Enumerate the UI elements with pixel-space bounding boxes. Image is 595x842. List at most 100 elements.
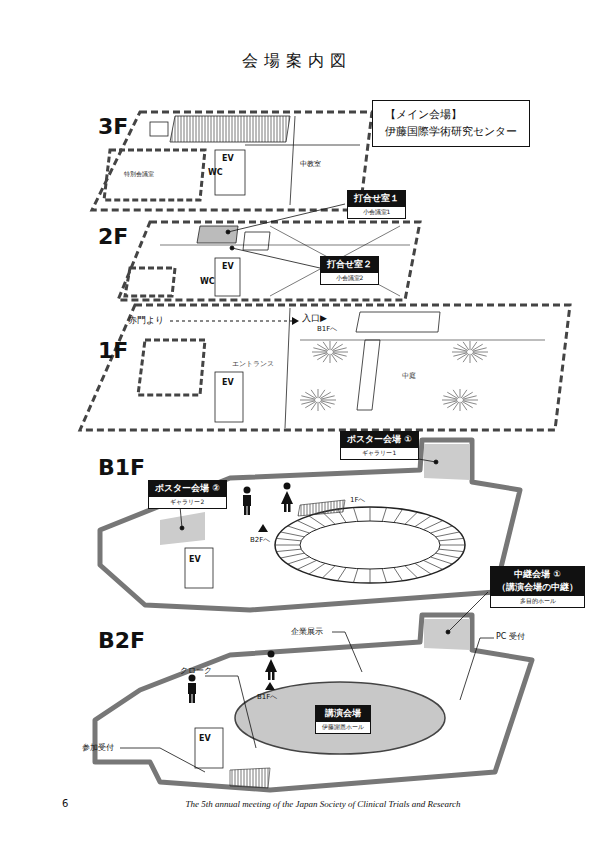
room-heading: 講演会場 (315, 705, 371, 722)
map-label: B1Fへ (317, 325, 337, 333)
tree-branch (463, 354, 469, 362)
tree-branch (447, 392, 458, 398)
map-label: 赤門より (128, 315, 164, 325)
room-name: 打合せ室１ (354, 192, 399, 205)
room-subname: ギャラリー1 (340, 448, 419, 460)
tree-branch (331, 342, 337, 350)
map-label: EV (199, 734, 211, 743)
floor-label: B1F (98, 455, 145, 480)
tree-branch (463, 400, 478, 401)
tree-branch (321, 400, 336, 401)
atrium-rib (276, 549, 301, 551)
floor-1f (80, 305, 570, 430)
map-label: EV (222, 378, 234, 387)
atrium-rib (297, 521, 316, 530)
tree-branch (461, 390, 467, 398)
tree-branch (453, 353, 467, 356)
atrium-rib (382, 508, 386, 522)
tree-branch (323, 342, 329, 350)
tree-branch (301, 401, 315, 404)
map-label: B2Fへ (250, 536, 270, 544)
tree-branch (318, 389, 319, 398)
room-callout: ポスター会場 ① ギャラリー1 (340, 431, 419, 460)
tree-branch (453, 390, 459, 398)
map-label: WC (200, 277, 215, 286)
atrium-rib (354, 508, 358, 522)
tree-branch (330, 354, 331, 363)
atrium-rib (415, 516, 431, 527)
room-name: 中継会場 ① (497, 568, 578, 581)
tree-branch (321, 401, 335, 404)
map-label: PC 受付 (496, 632, 525, 641)
room-heading: 中継会場 ①（講演会場の中継） (490, 566, 585, 596)
room-name: ポスター会場 ① (347, 433, 412, 446)
atrium-rib (276, 538, 301, 540)
room-name: 打合せ室２ (327, 258, 372, 271)
atrium-rib (405, 512, 418, 524)
map-label: EV (222, 154, 234, 163)
tree-branch (442, 400, 457, 401)
tree-branch (333, 353, 347, 356)
atrium-rib (297, 560, 316, 569)
room-callout: 中継会場 ①（講演会場の中継）多目的ホール (490, 566, 585, 608)
tree-branch (471, 342, 477, 350)
map-label: 企業展示 (291, 627, 323, 636)
atrium-rib (431, 557, 453, 564)
map-label: 1Fへ (350, 496, 365, 504)
atrium-rib (424, 560, 443, 569)
tree-branch (333, 352, 348, 353)
atrium-rib (439, 549, 464, 551)
room-subname: 伊藤謝恩ホール (315, 722, 371, 734)
atrium-rib (338, 568, 347, 581)
entrance-arrow (170, 317, 299, 325)
atrium-rib (370, 569, 371, 583)
tree-branch (305, 401, 316, 407)
tree-branch (473, 352, 488, 353)
tree-branch (313, 348, 327, 351)
room-callout: 打合せ室２小会議室2 (320, 256, 379, 285)
map-label: 中教室 (300, 160, 321, 168)
tree-branch (317, 344, 328, 350)
atrium-rib (309, 563, 325, 574)
tree-branch (470, 341, 471, 350)
tree-branch (461, 402, 467, 410)
tree-branch (332, 344, 343, 350)
map-label: EV (222, 262, 234, 271)
tree-branch (311, 390, 317, 398)
floor-label: B2F (98, 628, 145, 653)
room-name: 講演会場 (322, 707, 364, 720)
tree-branch (457, 353, 468, 359)
atrium-rib (394, 568, 403, 581)
tree-branch (313, 353, 327, 356)
atrium-rib (436, 532, 459, 537)
atrium-rib (288, 526, 310, 533)
floor-2f (118, 222, 420, 300)
room-subname: 小会議室1 (347, 207, 406, 219)
map-label: エントランス (232, 360, 274, 368)
tree-branch (333, 348, 347, 351)
room-callout: 打合せ室１ 小会議室1 (347, 190, 406, 219)
tree-branch (462, 401, 473, 407)
tree-branch (332, 353, 343, 359)
tree-branch (460, 389, 461, 398)
tree-branch (331, 354, 337, 362)
room-subname: 多目的ホール (490, 596, 585, 608)
atrium-rib (394, 509, 403, 522)
room-heading: ポスター会場 ① (340, 431, 419, 448)
tree-branch (473, 353, 487, 356)
tree-branch (443, 401, 457, 404)
tree-branch (312, 352, 327, 353)
tree-branch (320, 392, 331, 398)
map-label: 特別会議室 (124, 171, 154, 178)
atrium-rib (288, 557, 310, 564)
tree-branch (443, 396, 457, 399)
atrium-rib (382, 569, 386, 583)
atrium-ribs (275, 507, 465, 583)
room-callout: 講演会場伊藤謝恩ホール (315, 705, 371, 734)
tree-branch (460, 402, 461, 411)
tree-branch (305, 392, 316, 398)
atrium-rib (281, 553, 304, 558)
floor-label: 3F (98, 114, 128, 139)
atrium-rib (370, 507, 371, 521)
tree-branch (330, 341, 331, 350)
